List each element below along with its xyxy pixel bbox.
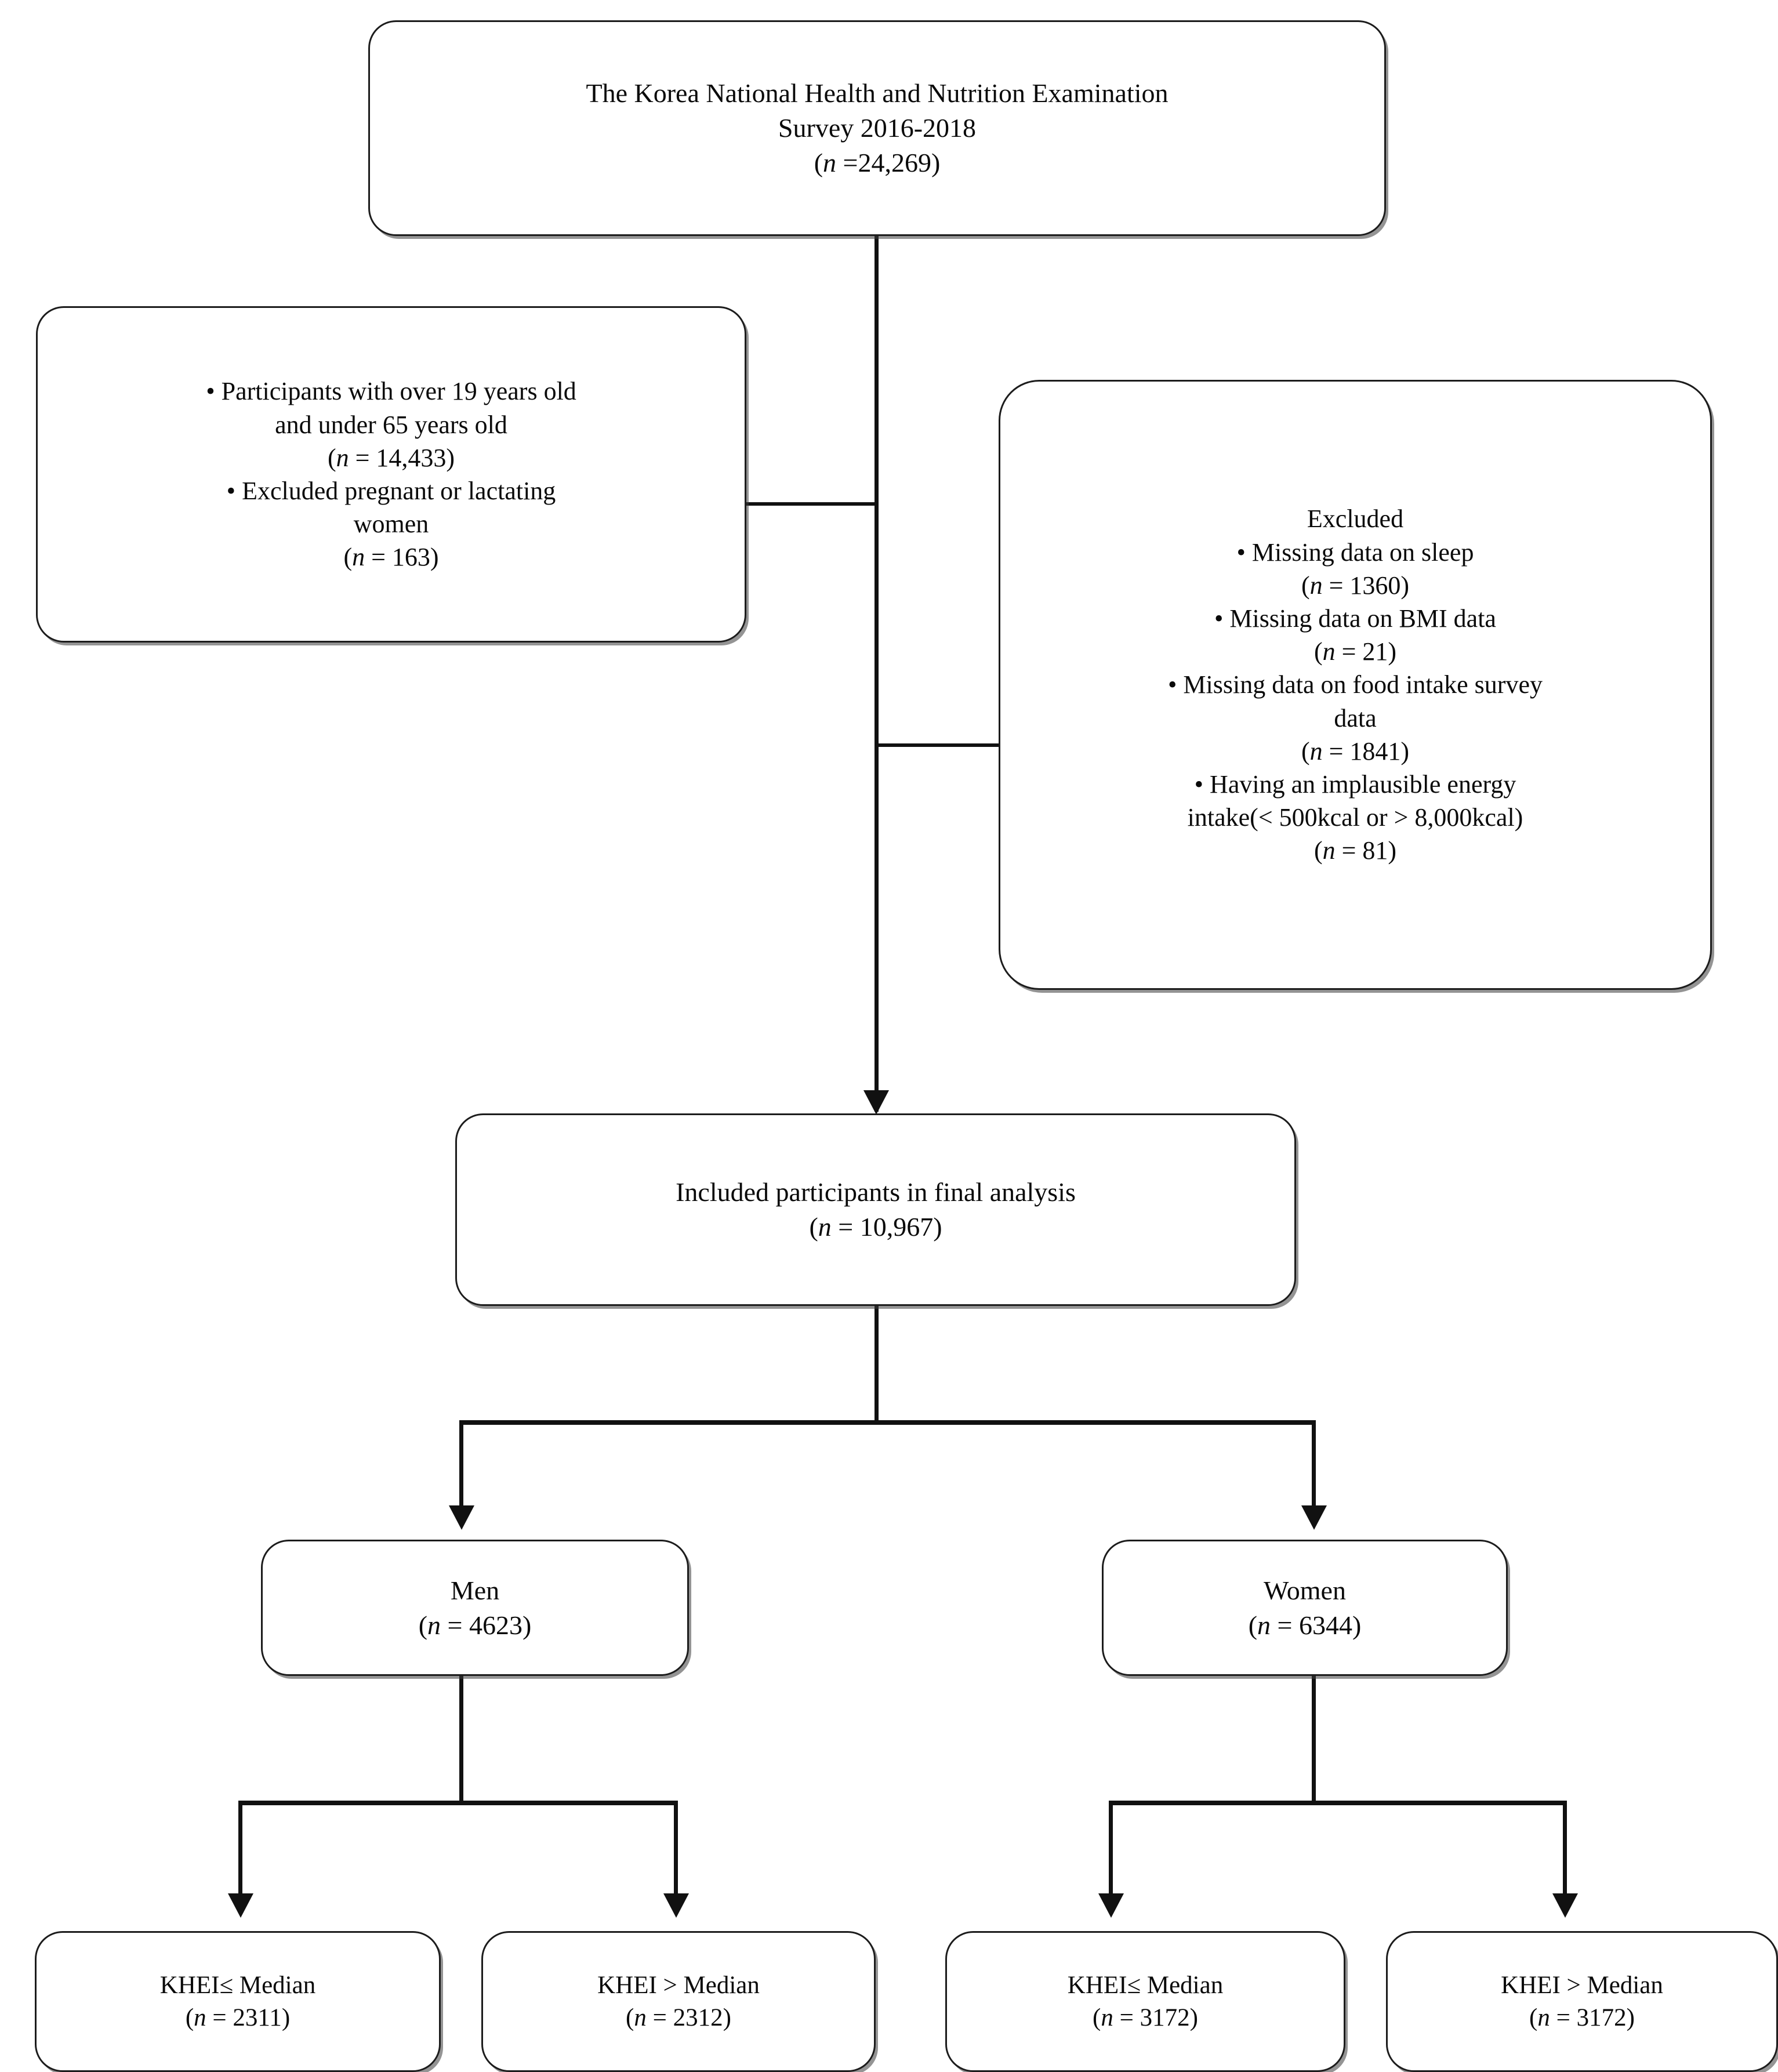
- excluded-item-1-n: (n = 1360): [1301, 571, 1410, 600]
- women-n-value: = 6344): [1271, 1610, 1362, 1640]
- men-label: Men: [450, 1575, 500, 1605]
- inclusion-sample-size-2: (n = 163): [343, 543, 439, 572]
- connector-to-men-khei-high: [674, 1801, 678, 1911]
- source-n-symbol: n: [823, 147, 837, 177]
- women-khei-low-n-symbol: n: [1101, 2004, 1113, 2031]
- inclusion-n2-symbol: n: [352, 543, 365, 572]
- men-khei-high-n-value: = 2312): [646, 2004, 731, 2031]
- men-khei-low-label: KHEI≤ Median: [159, 1971, 316, 1999]
- women-sample-size: (n = 6344): [1248, 1610, 1362, 1640]
- source-line-1: The Korea National Health and Nutrition …: [586, 78, 1169, 108]
- excluded-item-1: • Missing data on sleep: [1236, 538, 1474, 567]
- included-line-1: Included participants in final analysis: [676, 1177, 1076, 1207]
- node-group-women[interactable]: Women (n = 6344): [1102, 1540, 1508, 1676]
- arrowhead-into-men: [449, 1505, 474, 1530]
- arrowhead-into-women-khei-high: [1552, 1893, 1578, 1918]
- excluded-n4-value: = 81): [1335, 836, 1397, 865]
- connector-men-khei-bar: [238, 1801, 678, 1805]
- source-sample-size: (n =24,269): [814, 147, 941, 177]
- excluded-n2-value: = 21): [1335, 637, 1397, 666]
- connector-sex-split-bar: [459, 1420, 1316, 1425]
- node-men-khei-high[interactable]: KHEI > Median (n = 2312): [481, 1931, 876, 2072]
- men-n-value: = 4623): [441, 1610, 532, 1640]
- inclusion-n1-value: = 14,433): [349, 443, 455, 472]
- included-n-value: = 10,967): [831, 1212, 942, 1242]
- men-khei-low-n-value: = 2311): [206, 2004, 291, 2031]
- included-n-symbol: n: [818, 1212, 832, 1242]
- excluded-n1-value: = 1360): [1322, 571, 1410, 600]
- inclusion-line-4: women: [353, 510, 429, 539]
- women-khei-high-n-value: = 3172): [1550, 2004, 1635, 2031]
- node-women-khei-high[interactable]: KHEI > Median (n = 3172): [1386, 1931, 1778, 2072]
- node-women-khei-low[interactable]: KHEI≤ Median (n = 3172): [945, 1931, 1345, 2072]
- connector-to-men: [459, 1420, 463, 1523]
- women-label: Women: [1264, 1575, 1346, 1605]
- connector-included-down: [875, 1306, 879, 1424]
- excluded-item-2: • Missing data on BMI data: [1214, 604, 1496, 633]
- source-line-2: Survey 2016-2018: [778, 113, 977, 143]
- connector-trunk-to-inclusion: [745, 502, 877, 506]
- included-sample-size: (n = 10,967): [809, 1212, 942, 1242]
- women-khei-high-label: KHEI > Median: [1501, 1971, 1663, 1999]
- men-khei-high-sample-size: (n = 2312): [626, 2004, 731, 2031]
- men-khei-high-label: KHEI > Median: [597, 1971, 760, 1999]
- trunk-connector-source-to-included: [875, 235, 879, 1112]
- arrowhead-into-included: [863, 1090, 889, 1115]
- source-n-value: =24,269): [836, 147, 941, 177]
- excluded-n3-symbol: n: [1309, 736, 1323, 765]
- inclusion-n1-symbol: n: [336, 443, 349, 472]
- women-n-symbol: n: [1257, 1610, 1271, 1640]
- excluded-item-3-line-1: • Missing data on food intake survey: [1168, 670, 1543, 699]
- excluded-item-4-n: (n = 81): [1313, 836, 1397, 865]
- inclusion-sample-size-1: (n = 14,433): [327, 443, 455, 472]
- women-khei-high-sample-size: (n = 3172): [1529, 2004, 1635, 2031]
- inclusion-line-1: • Participants with over 19 years old: [206, 377, 576, 406]
- connector-trunk-to-excluded: [876, 743, 1000, 747]
- connector-men-down: [459, 1676, 463, 1805]
- connector-women-khei-bar: [1109, 1801, 1567, 1805]
- inclusion-n2-value: = 163): [365, 543, 439, 572]
- men-n-symbol: n: [427, 1610, 441, 1640]
- connector-inclusion-drop: [745, 502, 749, 503]
- excluded-heading: Excluded: [1307, 505, 1404, 534]
- connector-to-men-khei-low: [238, 1801, 242, 1911]
- women-khei-high-n-symbol: n: [1537, 2004, 1550, 2031]
- inclusion-line-2: and under 65 years old: [275, 410, 507, 439]
- connector-women-down: [1312, 1676, 1316, 1805]
- node-excluded-records[interactable]: Excluded • Missing data on sleep (n = 13…: [999, 380, 1712, 990]
- excluded-item-4-line-2: intake(< 500kcal or > 8,000kcal): [1187, 803, 1523, 832]
- connector-to-women-khei-high: [1563, 1801, 1567, 1911]
- excluded-n3-value: = 1841): [1322, 736, 1410, 765]
- node-included-final[interactable]: Included participants in final analysis …: [455, 1113, 1296, 1306]
- arrowhead-into-women-khei-low: [1098, 1893, 1124, 1918]
- excluded-n2-symbol: n: [1322, 637, 1336, 666]
- inclusion-line-3: • Excluded pregnant or lactating: [226, 477, 556, 505]
- connector-to-women: [1312, 1420, 1316, 1523]
- node-source-cohort[interactable]: The Korea National Health and Nutrition …: [368, 20, 1386, 236]
- connector-to-women-khei-low: [1109, 1801, 1113, 1911]
- node-inclusion-criteria[interactable]: • Participants with over 19 years old an…: [36, 306, 746, 643]
- excluded-n1-symbol: n: [1309, 571, 1323, 600]
- men-khei-low-n-symbol: n: [194, 2004, 206, 2031]
- excluded-item-4-line-1: • Having an implausible energy: [1194, 770, 1516, 799]
- excluded-item-3-n: (n = 1841): [1301, 736, 1410, 765]
- arrowhead-into-women: [1301, 1505, 1327, 1530]
- women-khei-low-sample-size: (n = 3172): [1093, 2004, 1198, 2031]
- arrowhead-into-men-khei-high: [663, 1893, 689, 1918]
- women-khei-low-n-value: = 3172): [1113, 2004, 1198, 2031]
- excluded-item-3-line-2: data: [1334, 703, 1377, 732]
- arrowhead-into-men-khei-low: [228, 1893, 253, 1918]
- excluded-item-2-n: (n = 21): [1313, 637, 1397, 666]
- node-men-khei-low[interactable]: KHEI≤ Median (n = 2311): [35, 1931, 441, 2072]
- node-group-men[interactable]: Men (n = 4623): [261, 1540, 689, 1676]
- men-khei-low-sample-size: (n = 2311): [185, 2004, 291, 2031]
- men-khei-high-n-symbol: n: [634, 2004, 647, 2031]
- women-khei-low-label: KHEI≤ Median: [1067, 1971, 1224, 1999]
- excluded-n4-symbol: n: [1322, 836, 1336, 865]
- men-sample-size: (n = 4623): [418, 1610, 532, 1640]
